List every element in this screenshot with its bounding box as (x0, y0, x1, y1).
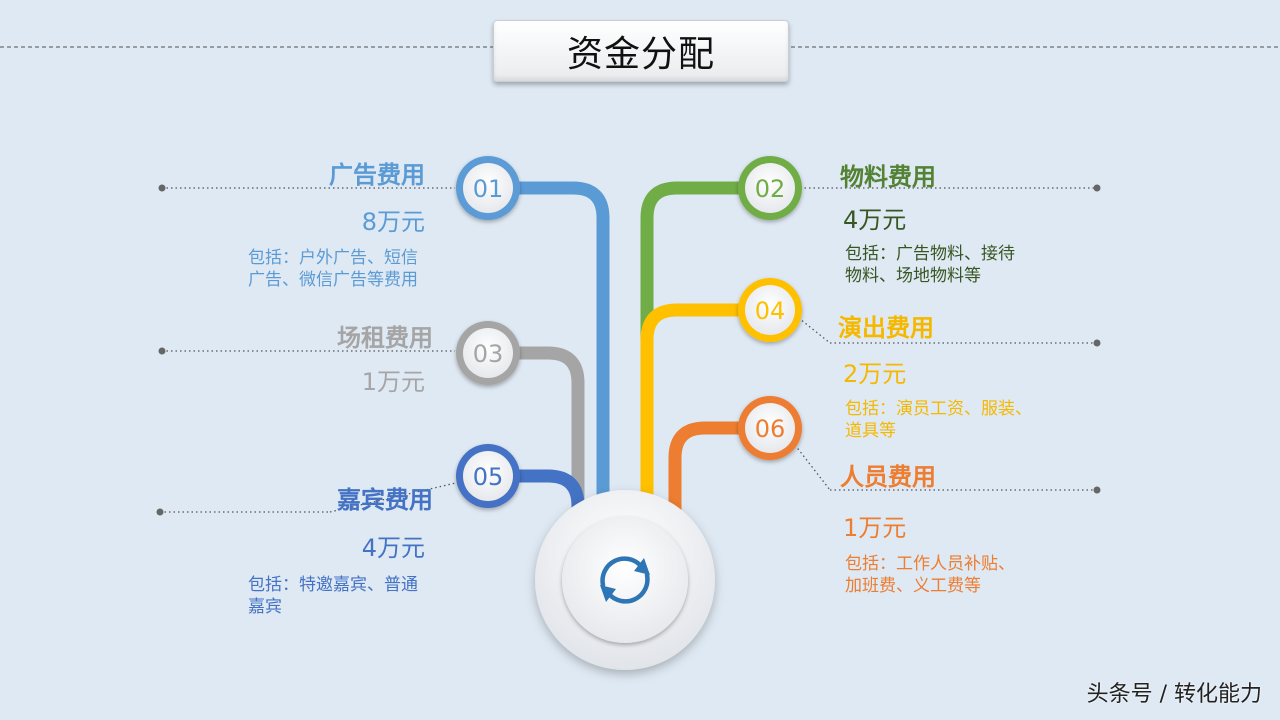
refresh-cycle-icon (600, 556, 650, 604)
item-01-name: 广告费用 (329, 161, 425, 189)
item-05-detail-line-2: 嘉宾 (248, 597, 282, 617)
leader-dot-03 (158, 347, 166, 355)
badge-inner-01 (463, 163, 513, 213)
leader-dot-01 (158, 184, 166, 192)
item-05-detail-line-1: 包括：特邀嘉宾、普通 (248, 575, 418, 595)
item-02-detail-line-2: 物料、场地物料等 (845, 266, 981, 286)
badge-05: 05 (456, 444, 520, 508)
badge-inner-06 (745, 403, 795, 453)
item-04-name: 演出费用 (838, 314, 934, 342)
item-05-name: 嘉宾费用 (337, 486, 433, 514)
leader-dot-05 (156, 508, 164, 516)
item-02-name: 物料费用 (840, 163, 936, 191)
item-02-detail: 包括：广告物料、接待 物料、场地物料等 (845, 243, 1065, 287)
title-banner: 资金分配 (493, 20, 789, 82)
badge-number-06: 06 (755, 415, 786, 443)
badge-02: 02 (738, 156, 802, 220)
hub-inner (562, 517, 688, 643)
leader-dots (156, 184, 1101, 516)
item-06-detail: 包括：工作人员补贴、 加班费、义工费等 (845, 553, 1065, 597)
item-02-amount: 4万元 (843, 206, 907, 234)
badge-04: 04 (738, 278, 802, 342)
item-04-amount: 2万元 (843, 360, 907, 388)
badge-01: 01 (456, 156, 520, 220)
item-04-detail-line-2: 道具等 (845, 421, 896, 441)
item-01-detail-line-1: 包括：户外广告、短信 (248, 248, 418, 268)
item-03-amount: 1万元 (361, 368, 425, 396)
leader-line-04-a (794, 314, 831, 344)
item-04-detail: 包括：演员工资、服装、 道具等 (845, 398, 1065, 442)
pipe-04 (640, 303, 770, 560)
badge-number-02: 02 (755, 175, 786, 203)
pipe-01 (488, 181, 610, 560)
leader-line-06-a (794, 444, 831, 491)
leader-dot-04 (1093, 339, 1101, 347)
badge-inner-02 (745, 163, 795, 213)
center-hub (535, 490, 715, 670)
item-06-amount: 1万元 (843, 514, 907, 542)
badge-number-04: 04 (755, 297, 786, 325)
item-04-detail-line-1: 包括：演员工资、服装、 (845, 399, 1032, 419)
badge-number-01: 01 (473, 175, 504, 203)
item-05-detail: 包括：特邀嘉宾、普通 嘉宾 (248, 574, 468, 618)
badge-number-03: 03 (473, 340, 504, 368)
leader-dot-06 (1093, 486, 1101, 494)
badge-inner-04 (745, 285, 795, 335)
item-02-detail-line-1: 包括：广告物料、接待 (845, 244, 1015, 264)
pipe-03 (488, 346, 585, 560)
item-06-detail-line-2: 加班费、义工费等 (845, 576, 981, 596)
badge-06: 06 (738, 396, 802, 460)
pipe-02 (640, 181, 770, 560)
leader-lines (160, 187, 1097, 513)
leader-dot-02 (1093, 184, 1101, 192)
badges: 01 02 03 04 05 06 (456, 156, 802, 508)
badge-03: 03 (456, 321, 520, 385)
item-05-amount: 4万元 (361, 534, 425, 562)
watermark: 头条号 / 转化能力 (1086, 682, 1262, 707)
badge-inner-05 (463, 451, 513, 501)
badge-number-05: 05 (473, 463, 504, 491)
pipe-06 (668, 421, 770, 560)
item-06-detail-line-1: 包括：工作人员补贴、 (845, 554, 1015, 574)
item-01-detail-line-2: 广告、微信广告等费用 (248, 270, 418, 290)
page-title: 资金分配 (566, 34, 715, 75)
item-01-amount: 8万元 (361, 208, 425, 236)
item-06-name: 人员费用 (840, 463, 936, 491)
badge-inner-03 (463, 328, 513, 378)
item-03-name: 场租费用 (337, 324, 433, 352)
item-01-detail: 包括：户外广告、短信 广告、微信广告等费用 (248, 247, 468, 291)
